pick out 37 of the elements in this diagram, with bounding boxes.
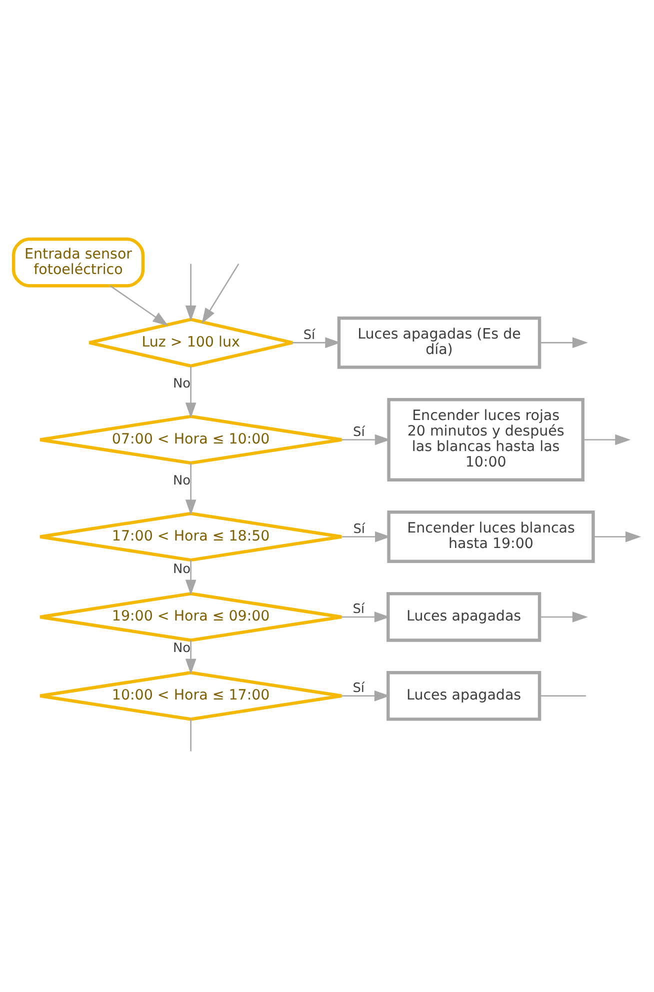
connector [190,719,192,752]
edge-label: No [172,641,191,656]
edge-label: No [172,376,191,392]
edge-label: Sí [352,602,365,618]
arrow [185,640,196,674]
node-diamond: 17:00 < Hora ≤ 18:50 [38,512,344,562]
edge-label: Sí [352,681,365,696]
edge-label: No [172,473,191,488]
edge-label: Sí [353,424,365,440]
arrow [342,531,391,542]
node-diamond: 19:00 < Hora ≤ 09:00 [38,592,344,642]
arrow [342,612,390,622]
arrow [540,612,588,622]
node-box: Encender luces rojas 20 minutos y después las blancas hasta las 10:00 [387,398,584,482]
node-box: Encender luces blancas hasta 19:00 [387,510,595,563]
arrow [582,434,631,446]
node-diamond: Luz > 100 lux [88,318,294,368]
arrow [342,434,390,446]
arrow [185,463,196,516]
arrow [202,263,240,324]
arrow [185,366,196,418]
arrow [342,690,390,702]
arrow [540,337,588,348]
edge-label: Sí [353,522,366,537]
arrow [185,560,196,596]
node-box: Luces apagadas [386,592,542,642]
node-box: Luces apagadas [386,670,542,721]
node-diamond: 10:00 < Hora ≤ 17:00 [38,670,344,721]
arrow [593,531,642,542]
connector [540,695,586,697]
edge-label: Sí [303,328,316,343]
edge-label: No [172,562,191,577]
arrow [110,285,168,326]
node-diamond: 07:00 < Hora ≤ 10:00 [38,414,344,465]
node-box: Entrada sensor fotoeléctrico [12,238,145,288]
arrow [185,264,196,322]
node-box: Luces apagadas (Es de día) [337,316,542,369]
